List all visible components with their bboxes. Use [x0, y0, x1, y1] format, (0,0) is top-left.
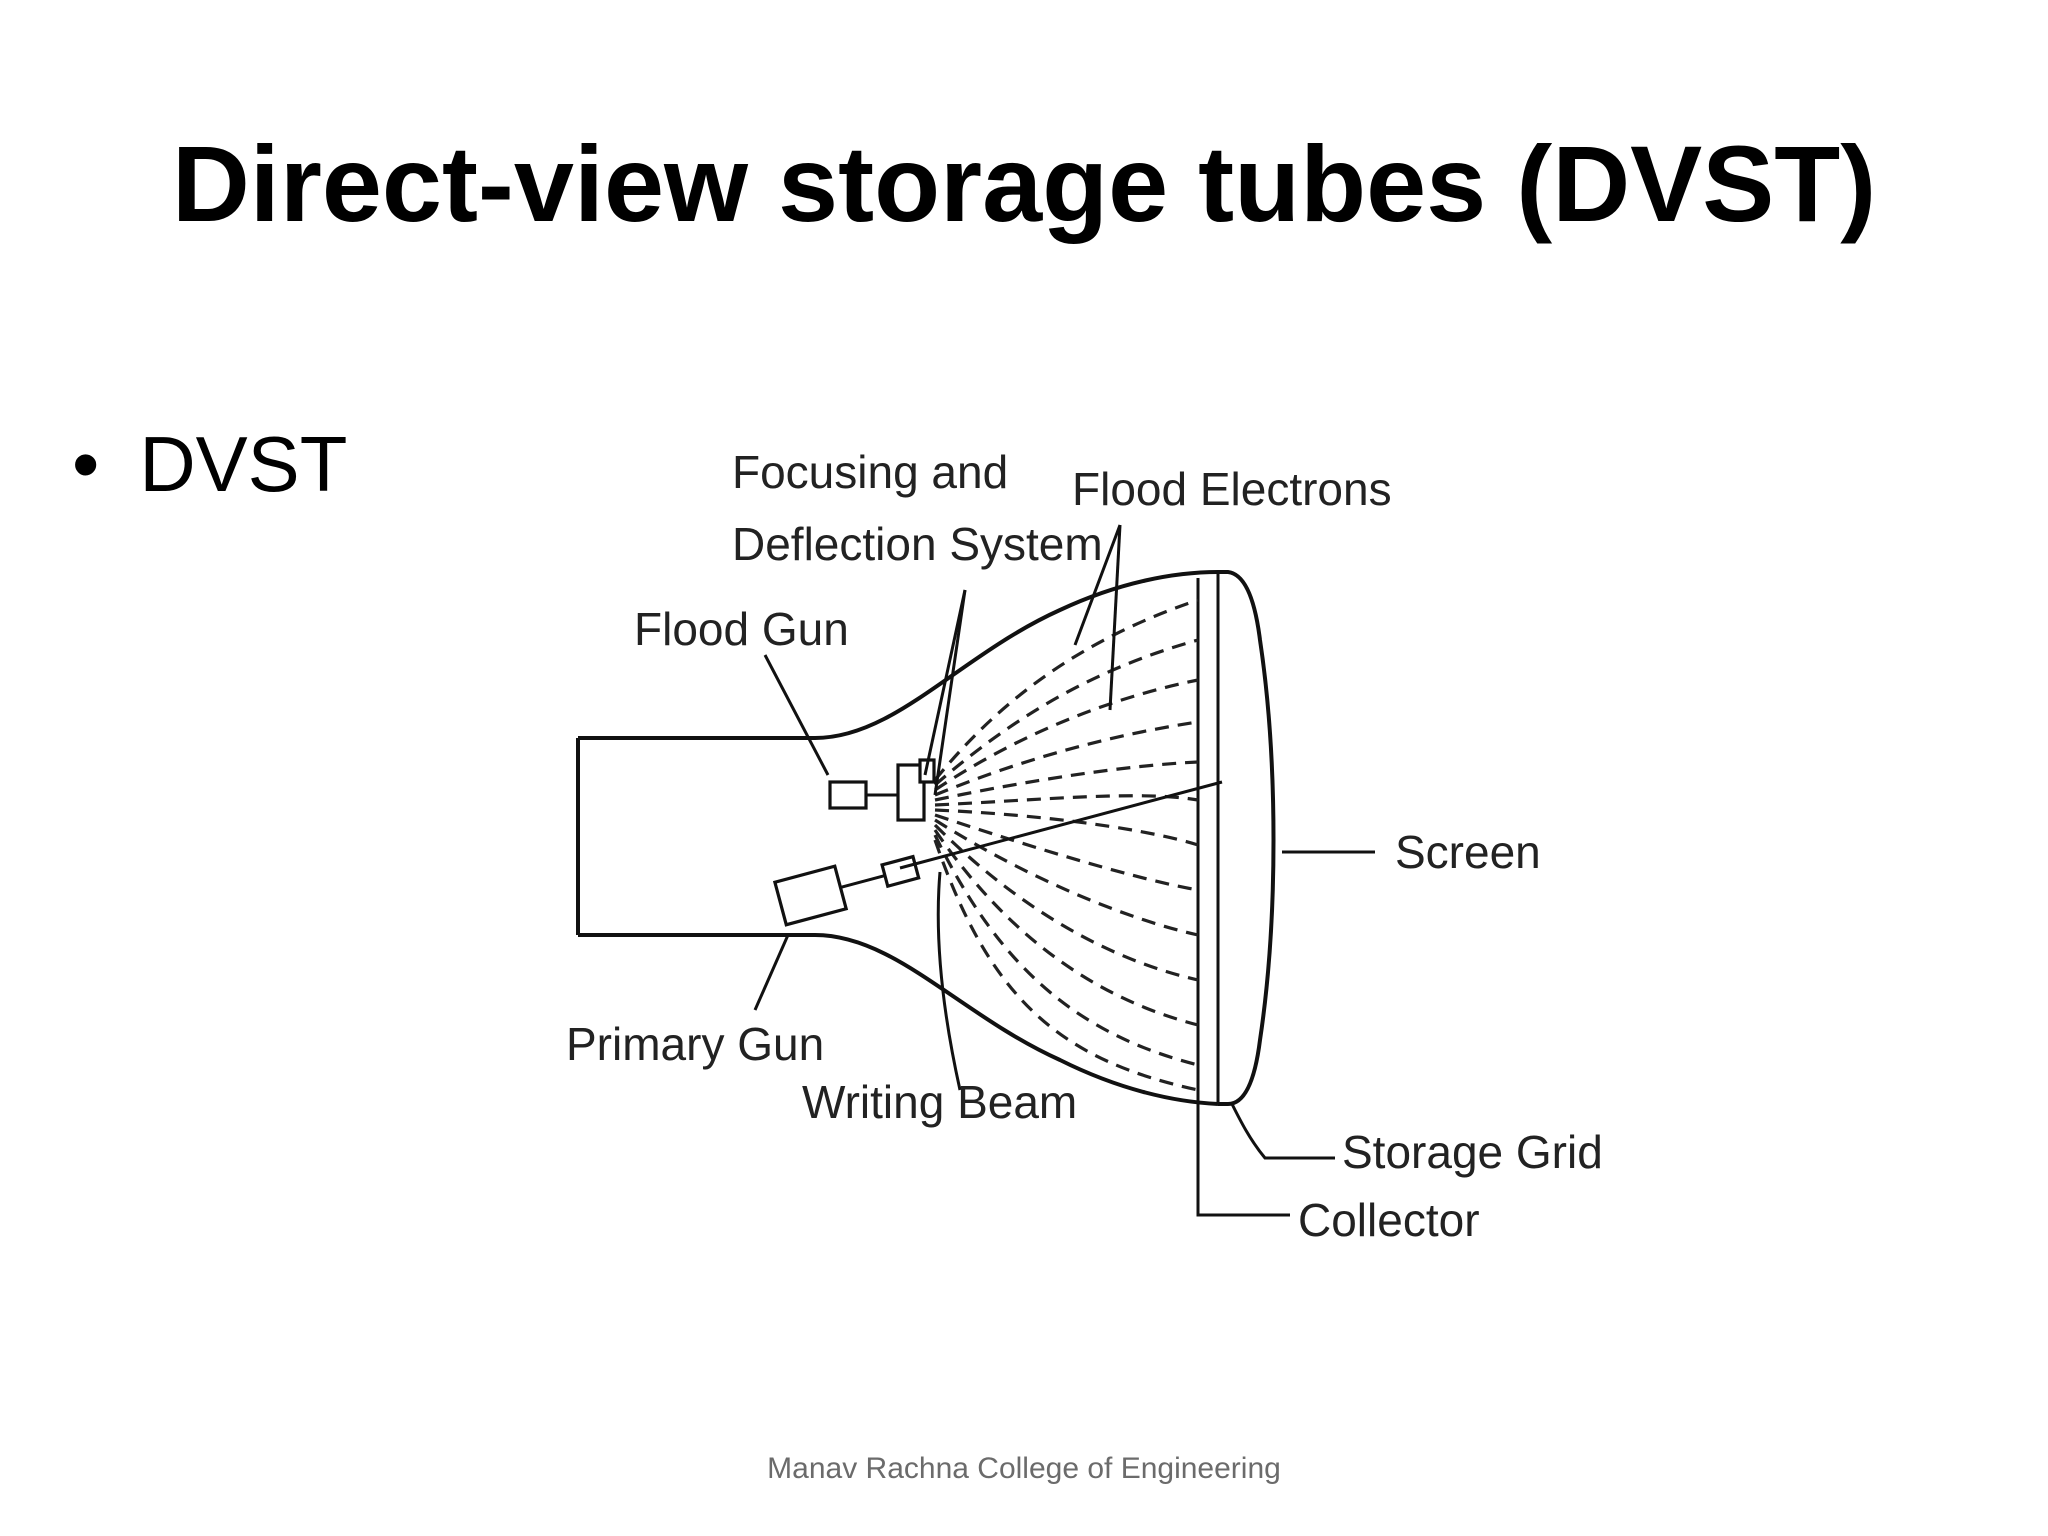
flood-gun-block: [828, 780, 868, 810]
collector-grid: [1196, 572, 1220, 1210]
bullet-item: •DVST: [72, 425, 347, 503]
tube-outline: [576, 570, 1276, 1106]
label-focusing-line2: Deflection System: [732, 518, 1103, 570]
bullet-marker: •: [72, 420, 100, 508]
label-focusing-line1: Focusing and: [732, 446, 1008, 498]
label-collector: Collector: [1298, 1194, 1480, 1246]
flood-gun-assembly: [828, 758, 936, 822]
flood-electron-paths: [933, 598, 1199, 1092]
screen-face: [1218, 570, 1276, 1106]
label-screen: Screen: [1395, 826, 1541, 878]
writing-beam-line: [899, 780, 1223, 870]
slide-title: Direct-view storage tubes (DVST): [171, 123, 1877, 244]
label-primary-gun: Primary Gun: [566, 1018, 824, 1070]
leader-lines: [753, 524, 1375, 1217]
label-storage-grid: Storage Grid: [1342, 1126, 1603, 1178]
bullet-text: DVST: [139, 420, 348, 508]
slide-footer: Manav Rachna College of Engineering: [767, 1452, 1281, 1485]
primary-gun-block: [772, 864, 849, 927]
label-flood-electrons: Flood Electrons: [1072, 463, 1392, 515]
label-flood-gun: Flood Gun: [634, 603, 849, 655]
primary-gun-assembly: [772, 780, 1223, 927]
label-writing-beam: Writing Beam: [802, 1076, 1077, 1128]
